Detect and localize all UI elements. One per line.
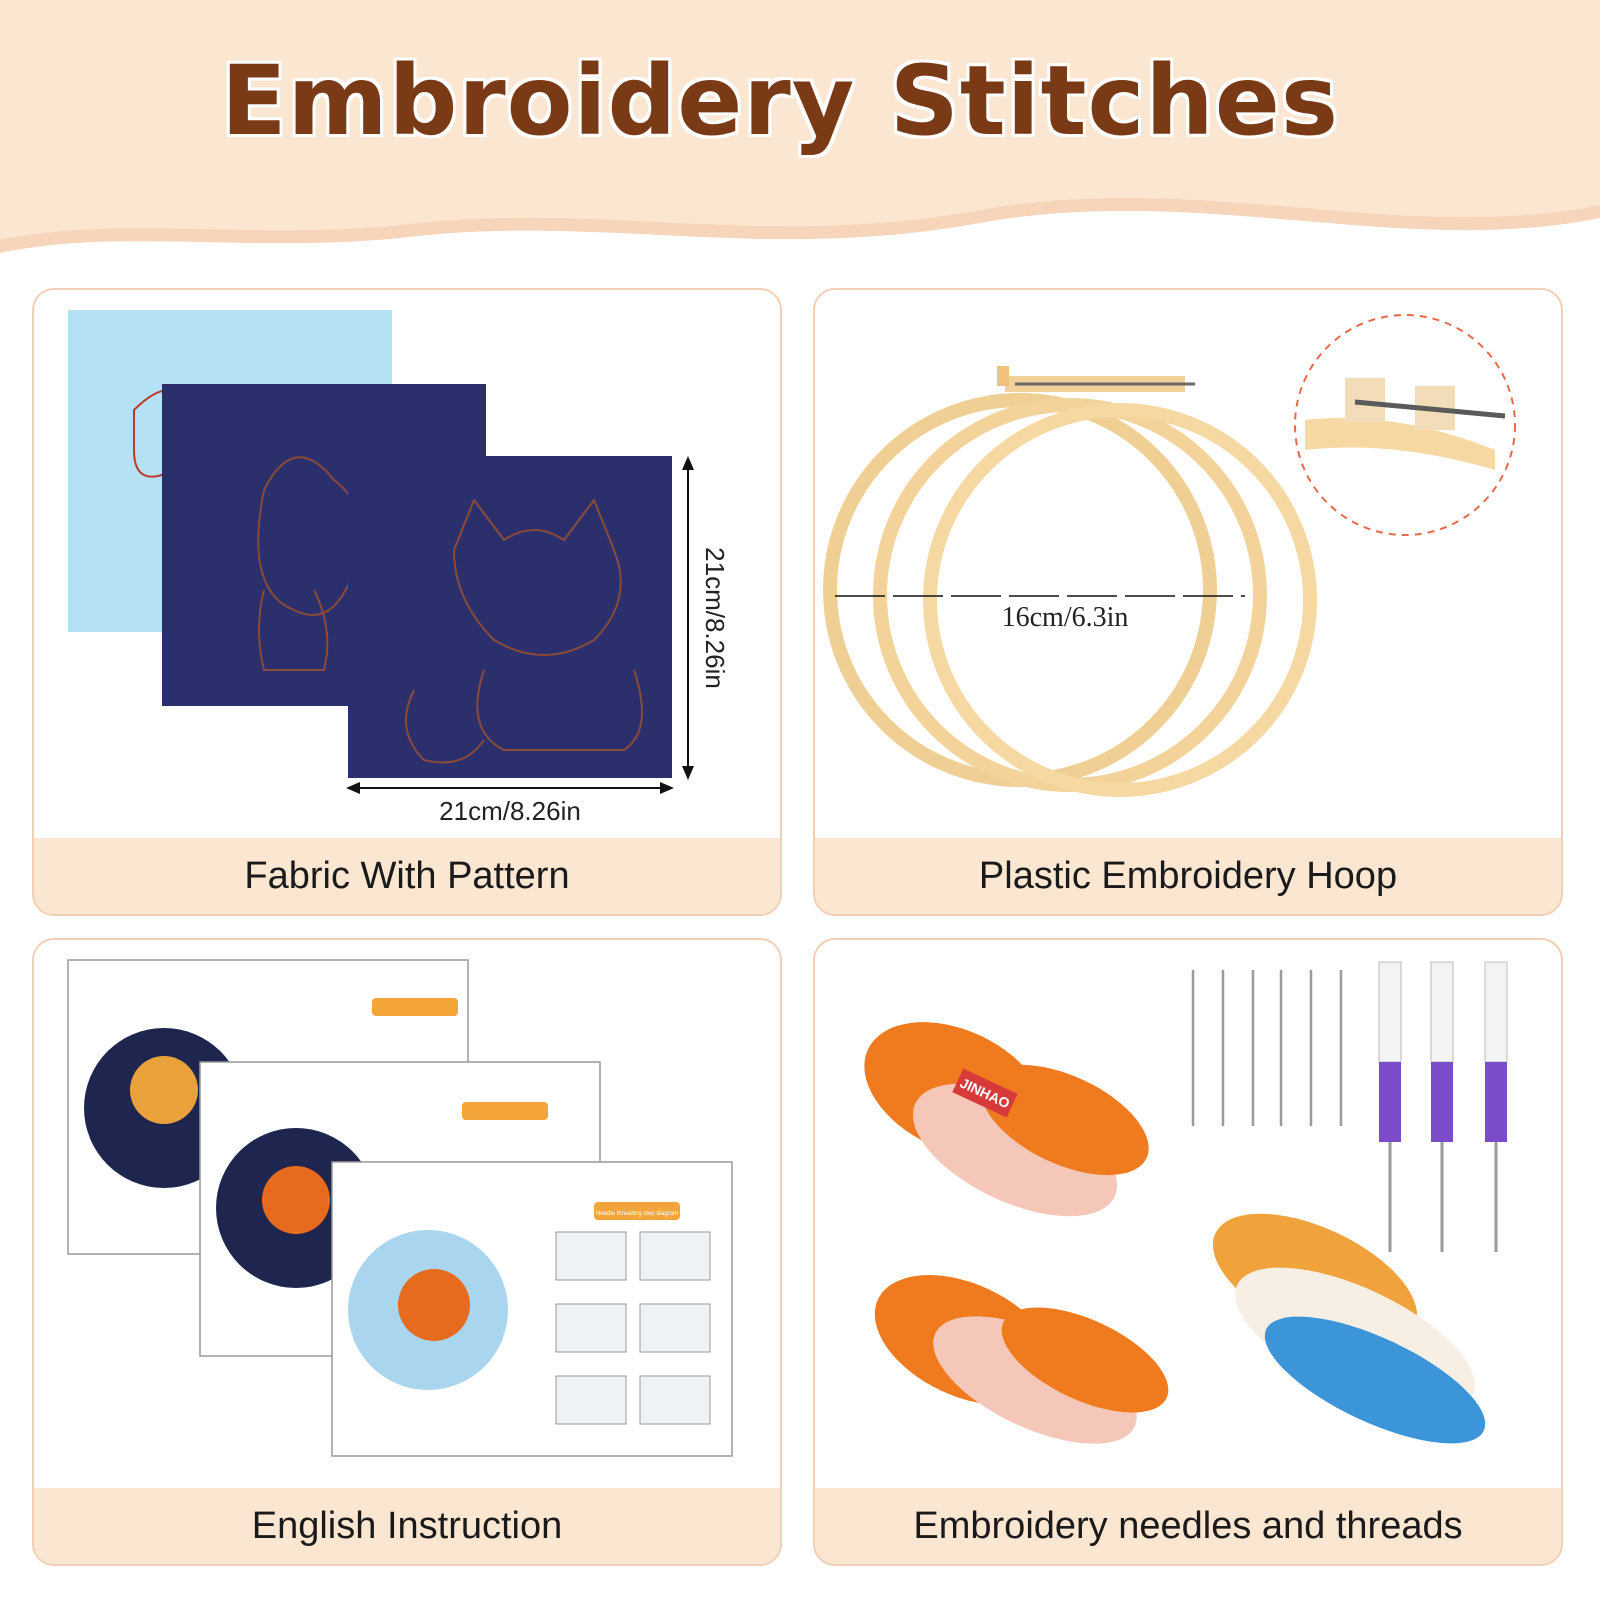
panel-fabric: 21cm/8.26in 21cm/8.26in Fabric With Patt… xyxy=(32,288,782,916)
caption-fabric: Fabric With Pattern xyxy=(34,838,780,914)
fabric-illustration: 21cm/8.26in 21cm/8.26in xyxy=(68,310,730,826)
page-title: Embroidery Stitches xyxy=(220,45,1340,157)
caption-hoop: Plastic Embroidery Hoop xyxy=(815,838,1561,914)
hoop-diameter-label: 16cm/6.3in xyxy=(1002,602,1129,633)
panel-instruction: Needle threading step diagram English In… xyxy=(32,938,782,1566)
needles-threads-illustration: JINHAO xyxy=(864,961,1508,1444)
fabric-width-label: 21cm/8.26in xyxy=(439,796,581,826)
instruction-sheets-illustration: Needle threading step diagram xyxy=(67,959,733,1457)
caption-instruction: English Instruction xyxy=(34,1488,780,1564)
sheet-header-label: Needle threading step diagram xyxy=(596,1211,678,1217)
fabric-height-label: 21cm/8.26in xyxy=(700,547,730,689)
hoop-illustration: 16cm/6.3in xyxy=(823,314,1516,797)
caption-needles-threads: Embroidery needles and threads xyxy=(815,1488,1561,1564)
panel-hoop: 16cm/6.3in Plastic Embroidery Hoop xyxy=(813,288,1563,916)
header-wave-background xyxy=(0,0,1600,253)
header-banner: Embroidery Stitches xyxy=(0,0,1600,260)
panel-needles-threads: JINHAO Embroidery needles and threads xyxy=(813,938,1563,1566)
